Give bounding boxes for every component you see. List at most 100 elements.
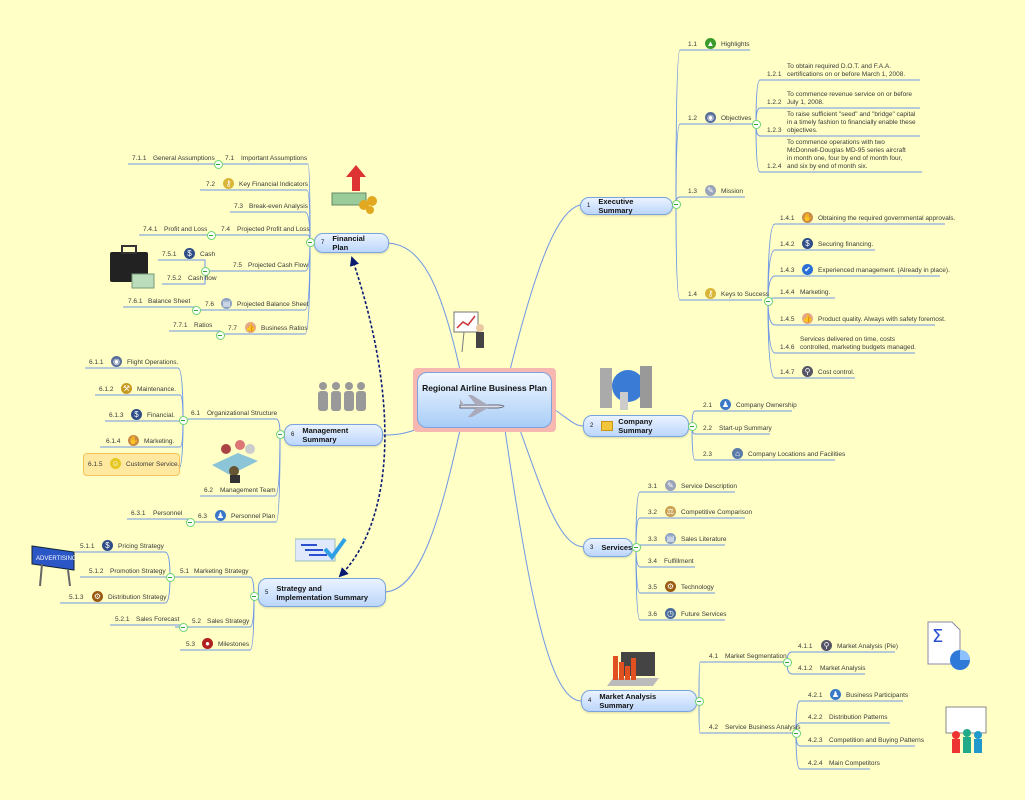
collapse-toggle[interactable] bbox=[687, 421, 697, 431]
collapse-toggle[interactable] bbox=[178, 415, 188, 425]
collapse-toggle[interactable] bbox=[213, 159, 223, 169]
node-number: 2.3 bbox=[703, 451, 713, 458]
node-label: Sales Strategy bbox=[207, 618, 250, 625]
node-number: 7.6 bbox=[205, 301, 215, 308]
node-label: To obtain required D.O.T. and F.A.A. cer… bbox=[787, 63, 906, 78]
collapse-toggle[interactable] bbox=[206, 230, 216, 240]
node-label: Flight Operations. bbox=[127, 359, 179, 366]
relationship-arrow[interactable] bbox=[338, 256, 386, 578]
topic-label: Strategy and Implementation Summary bbox=[276, 583, 369, 602]
magnifier-icon: ⚲ bbox=[821, 640, 832, 651]
node-number: 6.2 bbox=[204, 487, 214, 494]
node-label: Pricing Strategy bbox=[118, 543, 164, 550]
collapse-toggle[interactable] bbox=[200, 266, 210, 276]
node-number: 1.3 bbox=[688, 188, 698, 195]
gear-icon: ⚙ bbox=[665, 581, 676, 592]
topic-number: 5 bbox=[265, 589, 269, 596]
collapse-toggle[interactable] bbox=[782, 657, 792, 667]
node-number: 2.1 bbox=[703, 402, 713, 409]
node-number: 4.2.1 bbox=[808, 692, 823, 699]
collapse-toggle[interactable] bbox=[178, 622, 188, 632]
node-label: Distribution Strategy bbox=[108, 594, 167, 601]
pencil-icon: ✎ bbox=[705, 185, 716, 196]
node-number: 6.1.3 bbox=[109, 412, 124, 419]
node-label: Future Services bbox=[681, 611, 727, 618]
globe-buildings-icon bbox=[598, 362, 654, 417]
dollar-coin-icon: $ bbox=[131, 409, 142, 420]
central-topic-title: Regional Airline Business Plan bbox=[422, 383, 547, 393]
node-label: Ratios bbox=[194, 322, 213, 329]
dollar-coin-icon: $ bbox=[802, 238, 813, 249]
collapse-toggle[interactable] bbox=[694, 696, 704, 706]
tree-icon: ▲ bbox=[705, 38, 716, 49]
node-number: 5.3 bbox=[186, 641, 196, 648]
branch-line bbox=[691, 425, 835, 461]
node-number: 1.4.6 bbox=[780, 344, 795, 351]
collapse-toggle[interactable] bbox=[791, 728, 801, 738]
node-label: Obtaining the required governmental appr… bbox=[818, 215, 956, 222]
collapse-toggle[interactable] bbox=[215, 330, 225, 340]
node-label: Key Financial Indicators bbox=[239, 181, 309, 188]
node-number: 2.2 bbox=[703, 425, 713, 432]
book-icon: ▤ bbox=[665, 533, 676, 544]
node-number: 7.7.1 bbox=[173, 322, 188, 329]
node-label: Projected Balance Sheet bbox=[237, 301, 309, 308]
node-number: 4.1.2 bbox=[798, 665, 813, 672]
branch-line bbox=[75, 551, 171, 578]
topic-number: 1 bbox=[587, 203, 591, 209]
node-label: Fulfillment bbox=[664, 558, 694, 565]
node-label: Securing financing. bbox=[818, 241, 874, 248]
central-topic[interactable]: Regional Airline Business Plan bbox=[413, 368, 556, 432]
node-label: Market Analysis (Pie) bbox=[837, 643, 899, 650]
branch-line bbox=[795, 732, 870, 770]
node-label: Competition and Buying Patterns bbox=[829, 737, 925, 744]
branch-line bbox=[755, 123, 922, 173]
branch-line bbox=[218, 241, 311, 335]
folder-icon bbox=[601, 421, 614, 431]
collapse-toggle[interactable] bbox=[305, 237, 315, 247]
node-number: 4.1 bbox=[709, 653, 719, 660]
branch-line bbox=[635, 517, 745, 548]
collapse-toggle[interactable] bbox=[275, 429, 285, 439]
branch-line bbox=[230, 211, 311, 243]
node-label: Objectives bbox=[721, 115, 752, 122]
node-number: 4.2.4 bbox=[808, 760, 823, 767]
node-label: To commence operations with two McDonnel… bbox=[787, 139, 906, 170]
node-label: Highlights bbox=[721, 41, 750, 48]
collapse-toggle[interactable] bbox=[185, 517, 195, 527]
collapse-toggle[interactable] bbox=[631, 542, 641, 552]
branch-line bbox=[691, 410, 792, 427]
branch-line bbox=[675, 203, 762, 301]
node-number: 1.1 bbox=[688, 41, 698, 48]
thumbs-up-icon: 👍 bbox=[802, 313, 813, 324]
node-label: Cost control. bbox=[818, 369, 855, 376]
node-label: Balance Sheet bbox=[148, 298, 191, 305]
branch-line bbox=[767, 297, 835, 302]
collapse-toggle[interactable] bbox=[165, 572, 175, 582]
link-company-summary bbox=[554, 409, 584, 427]
topic-label: Market Analysis Summary bbox=[599, 692, 657, 710]
topic-strategy-implementation-summary[interactable]: 5 Strategy and Implementation Summary bbox=[258, 578, 386, 607]
collapse-toggle[interactable] bbox=[249, 591, 259, 601]
node-number: 7.1 bbox=[225, 155, 235, 162]
collapse-toggle[interactable] bbox=[671, 199, 681, 209]
node-number: 3.4 bbox=[648, 558, 658, 565]
node-label: Milestones bbox=[218, 641, 250, 648]
collapse-toggle[interactable] bbox=[191, 305, 201, 315]
node-label: Mission bbox=[721, 188, 744, 195]
collapse-toggle[interactable] bbox=[751, 119, 761, 129]
node-label: Cash bbox=[200, 251, 216, 258]
node-label: Company Locations and Facilities bbox=[748, 451, 846, 458]
eye-icon: ◉ bbox=[705, 112, 716, 123]
collapse-toggle[interactable] bbox=[763, 296, 773, 306]
node-label: Organizational Structure bbox=[207, 410, 278, 417]
node-number: 3.1 bbox=[648, 483, 658, 490]
node-number: 1.4.7 bbox=[780, 369, 795, 376]
branch-line bbox=[210, 234, 311, 243]
